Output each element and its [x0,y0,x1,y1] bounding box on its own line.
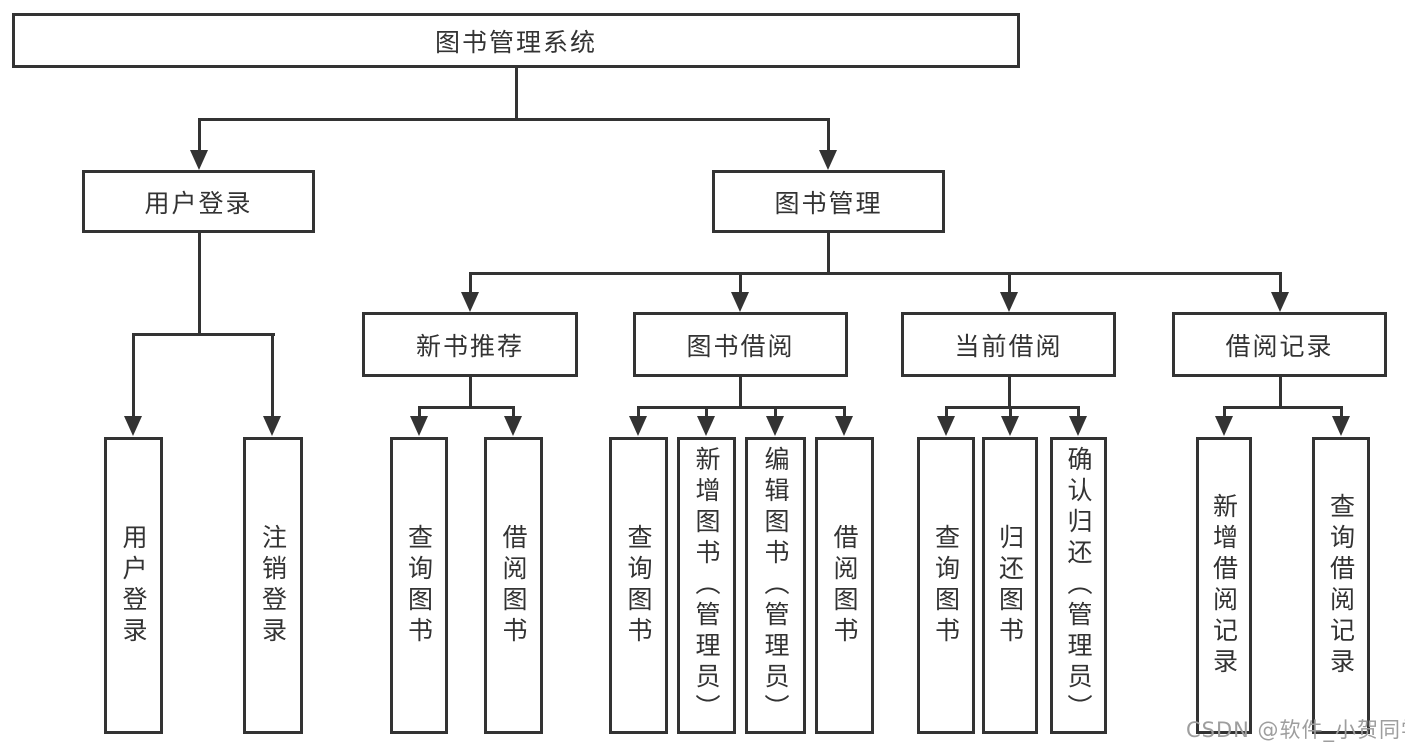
arrow-down-icon [1215,416,1233,436]
arrow-down-icon [1001,416,1019,436]
connector-vline [944,406,948,420]
arrow-down-icon [1000,292,1018,312]
node-book-borrow: 图书借阅 [633,312,848,377]
node-label: 用户登录 [144,188,253,218]
arrow-down-icon [124,416,142,436]
node-leaf-add-borrow-record: 新增借阅记录 [1196,437,1252,734]
connector-vline [1076,406,1080,420]
node-label: 确认归还（管理员） [1064,446,1093,725]
node-leaf-borrow-books-recommend: 借阅图书 [484,437,543,734]
node-label: 用户登录 [119,523,148,648]
connector-vline [1278,375,1282,409]
arrow-down-icon [504,416,522,436]
arrow-down-icon [1332,416,1350,436]
connector-vline [842,406,846,420]
watermark: CSDN @软件_小贺同学 [1186,718,1405,742]
arrow-down-icon [697,416,715,436]
node-leaf-logout: 注销登录 [243,437,303,734]
node-label: 借阅图书 [830,523,859,648]
connector-vline [826,233,830,275]
connector-vline [704,406,708,420]
connector-hline [1222,406,1343,409]
arrow-down-icon [937,416,955,436]
node-leaf-edit-book-admin: 编辑图书（管理员） [745,437,806,734]
connector-hline [468,272,1282,275]
node-leaf-return-book: 归还图书 [982,437,1038,734]
connector-hline [636,406,846,409]
node-label: 新增图书（管理员） [692,446,721,725]
arrow-down-icon [190,150,208,170]
node-leaf-query-borrow-record: 查询借阅记录 [1312,437,1370,734]
connector-hline [417,406,515,409]
connector-vline [270,333,274,420]
node-user-login: 用户登录 [82,170,315,233]
node-label: 新增借阅记录 [1209,492,1239,679]
arrow-down-icon [766,416,784,436]
connector-vline [468,272,472,296]
arrow-down-icon [835,416,853,436]
arrow-down-icon [410,416,428,436]
arrow-down-icon [731,292,749,312]
node-library-system: 图书管理系统 [12,13,1020,68]
node-label: 归还图书 [995,523,1025,648]
node-label: 新书推荐 [415,331,524,361]
node-leaf-borrow-books-borrow: 借阅图书 [815,437,874,734]
connector-vline [1008,406,1012,420]
node-leaf-query-books-recommend: 查询图书 [390,437,448,734]
node-leaf-user-login: 用户登录 [104,437,163,734]
node-label: 注销登录 [258,523,288,648]
connector-vline [511,406,515,420]
node-label: 借阅图书 [499,523,528,648]
node-label: 图书管理 [774,188,883,218]
connector-vline [1278,272,1282,296]
connector-vline [738,375,742,409]
connector-hline [197,118,830,121]
connector-vline [1339,406,1343,420]
connector-vline [197,233,201,336]
arrow-down-icon [263,416,281,436]
node-label: 查询图书 [404,523,434,648]
connector-vline [826,118,830,152]
connector-vline [1007,375,1011,409]
node-label: 图书管理系统 [434,27,597,57]
node-label: 查询图书 [624,523,653,648]
node-label: 查询借阅记录 [1326,492,1356,679]
node-label: 编辑图书（管理员） [761,446,790,725]
connector-vline [514,68,518,121]
arrow-down-icon [1271,292,1289,312]
arrow-down-icon [819,150,837,170]
connector-hline [944,406,1080,409]
node-leaf-confirm-return-admin: 确认归还（管理员） [1050,437,1107,734]
connector-vline [468,375,472,409]
connector-vline [131,333,135,420]
node-label: 借阅记录 [1225,331,1334,361]
node-label: 当前借阅 [954,331,1063,361]
connector-vline [1007,272,1011,296]
node-leaf-add-book-admin: 新增图书（管理员） [677,437,736,734]
arrow-down-icon [1069,416,1087,436]
connector-vline [197,118,201,152]
connector-vline [417,406,421,420]
node-current-borrow: 当前借阅 [901,312,1116,377]
node-book-management: 图书管理 [712,170,945,233]
arrow-down-icon [461,292,479,312]
node-label: 图书借阅 [686,331,795,361]
node-leaf-query-books-borrow: 查询图书 [609,437,668,734]
connector-vline [636,406,640,420]
node-leaf-query-books-current: 查询图书 [917,437,975,734]
node-borrow-records: 借阅记录 [1172,312,1387,377]
connector-vline [773,406,777,420]
connector-vline [1222,406,1226,420]
arrow-down-icon [629,416,647,436]
node-new-book-recommend: 新书推荐 [362,312,578,377]
connector-hline [131,333,275,336]
node-label: 查询图书 [931,523,961,648]
connector-vline [738,272,742,296]
